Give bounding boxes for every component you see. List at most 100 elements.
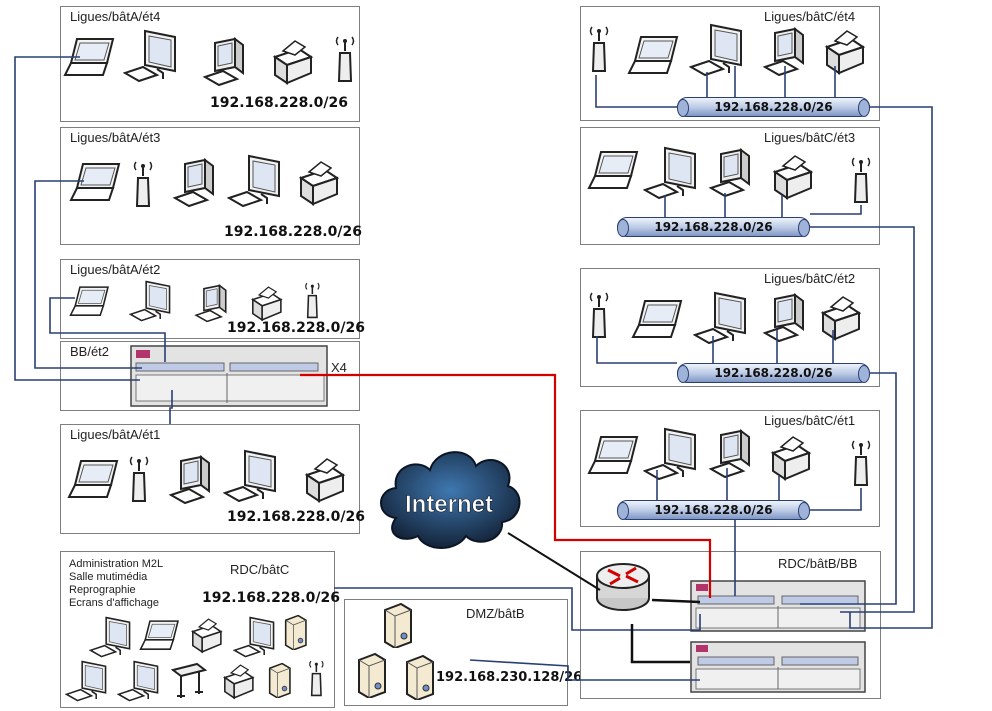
desktop-tower-icon xyxy=(171,158,219,215)
wifi-access-point-icon xyxy=(849,154,873,211)
zone-label: DMZ/bâtB xyxy=(466,606,525,621)
subnet-label: 192.168.228.0/26 xyxy=(202,590,340,606)
wifi-access-point-icon xyxy=(307,658,326,704)
server-icon xyxy=(379,602,415,653)
zone-bata-et2: Ligues/bâtA/ét2 192.168.228.0/26 xyxy=(60,259,365,339)
laptop-icon xyxy=(63,35,119,84)
laptop-icon xyxy=(587,148,643,197)
monitor-icon xyxy=(116,660,162,709)
zone-label: Ligues/bâtA/ét3 xyxy=(70,130,161,145)
wifi-access-point-icon xyxy=(587,289,611,346)
monitor-icon xyxy=(88,616,134,665)
zone-label: Ligues/bâtC/ét1 xyxy=(764,413,856,428)
lan-bus-batc-et3: 192.168.228.0/26 xyxy=(617,217,810,237)
subnet-label: 192.168.230.128/26 xyxy=(436,670,583,685)
zone-bata-et3: Ligues/bâtA/ét3 192.168.228.0/26 xyxy=(60,127,362,245)
subnet-label: 192.168.228.0/26 xyxy=(210,95,348,111)
zone-rdc-batc: Administration M2L Salle mutimédia Repro… xyxy=(60,551,340,709)
laptop-icon xyxy=(631,297,687,346)
lan-bus-batc-et1: 192.168.228.0/26 xyxy=(617,500,810,520)
server-icon xyxy=(353,652,389,703)
printer-icon xyxy=(265,37,315,92)
server-icon xyxy=(265,662,293,703)
printer-icon xyxy=(297,455,347,510)
monitor-icon xyxy=(222,449,281,510)
wifi-access-point-icon xyxy=(131,158,155,215)
desktop-tower-icon xyxy=(707,429,755,486)
desktop-tower-icon xyxy=(761,27,809,84)
wifi-access-point-icon xyxy=(127,453,151,510)
desktop-tower-icon xyxy=(707,148,755,205)
subnet-label: 192.168.228.0/26 xyxy=(227,320,365,336)
subnet-label: 192.168.228.0/26 xyxy=(227,509,365,525)
switch-multiplier: X4 xyxy=(331,360,347,375)
zone-label: RDC/bâtB/BB xyxy=(778,556,858,571)
service-item: Ecrans d'affichage xyxy=(69,597,159,609)
printer-icon xyxy=(765,152,815,207)
laptop-icon xyxy=(67,457,123,506)
monitor-icon xyxy=(642,427,701,488)
monitor-icon xyxy=(226,154,285,215)
lan-bus-batc-et4: 192.168.228.0/26 xyxy=(677,97,870,117)
subnet-label: 192.168.228.0/26 xyxy=(224,224,362,240)
plotter-icon xyxy=(169,660,209,705)
zone-bata-et1: Ligues/bâtA/ét1 192.168.228.0/26 xyxy=(60,424,365,534)
zone-label: Ligues/bâtC/ét2 xyxy=(764,271,856,286)
service-item: Salle mutimédia xyxy=(69,571,148,583)
monitor-icon xyxy=(64,660,110,709)
laptop-icon xyxy=(627,33,683,82)
laptop-icon xyxy=(139,618,183,657)
server-icon xyxy=(401,654,437,705)
zone-dmz-batb: DMZ/bâtB 192.168.230.128/26 xyxy=(344,599,582,706)
monitor-icon xyxy=(642,146,701,207)
wifi-access-point-icon xyxy=(333,33,357,90)
core-switch-icon xyxy=(690,580,866,637)
laptop-icon xyxy=(587,433,643,482)
lan-bus-batc-et2: 192.168.228.0/26 xyxy=(677,363,870,383)
cloud-icon: Internet xyxy=(380,451,521,549)
services-list: Administration M2L Salle mutimédia Repro… xyxy=(69,558,163,610)
printer-icon xyxy=(763,433,813,488)
laptop-icon xyxy=(69,160,125,209)
monitor-icon xyxy=(688,23,747,84)
zone-label: Ligues/bâtA/ét1 xyxy=(70,427,161,442)
cloud-label: Internet xyxy=(405,491,493,518)
zone-label: Ligues/bâtC/ét4 xyxy=(764,9,856,24)
zone-label: BB/ét2 xyxy=(70,344,110,359)
zone-bata-et4: Ligues/bâtA/ét4 192.168.228.0/26 xyxy=(60,6,360,122)
wifi-access-point-icon xyxy=(303,280,322,326)
printer-icon xyxy=(245,284,284,328)
zone-label: RDC/bâtC xyxy=(230,562,290,577)
switch-icon xyxy=(130,345,328,412)
monitor-icon xyxy=(692,291,751,352)
monitor-icon xyxy=(128,280,174,329)
zone-label: Ligues/bâtA/ét4 xyxy=(70,9,161,24)
core-switch-icon xyxy=(690,641,866,698)
wifi-access-point-icon xyxy=(849,437,873,494)
service-item: Administration M2L xyxy=(69,558,164,570)
subnet-label: 192.168.228.0/26 xyxy=(654,503,773,517)
server-icon xyxy=(281,614,309,655)
zone-label: Ligues/bâtA/ét2 xyxy=(70,262,161,277)
subnet-label: 192.168.228.0/26 xyxy=(654,220,773,234)
desktop-tower-icon xyxy=(761,293,809,350)
printer-icon xyxy=(217,662,256,706)
printer-icon xyxy=(291,158,341,213)
router-icon xyxy=(592,554,654,621)
subnet-label: 192.168.228.0/26 xyxy=(714,100,833,114)
printer-icon xyxy=(817,27,867,82)
desktop-tower-icon xyxy=(193,284,230,330)
printer-icon xyxy=(185,616,224,660)
printer-icon xyxy=(813,293,863,348)
desktop-tower-icon xyxy=(201,37,249,94)
desktop-tower-icon xyxy=(167,455,215,512)
subnet-label: 192.168.228.0/26 xyxy=(714,366,833,380)
laptop-icon xyxy=(69,284,113,323)
monitor-icon xyxy=(122,29,181,90)
zone-label: Ligues/bâtC/ét3 xyxy=(764,130,856,145)
service-item: Reprographie xyxy=(69,584,136,596)
monitor-icon xyxy=(232,616,278,665)
internet-cloud: Internet xyxy=(374,440,524,555)
wifi-access-point-icon xyxy=(587,23,611,80)
